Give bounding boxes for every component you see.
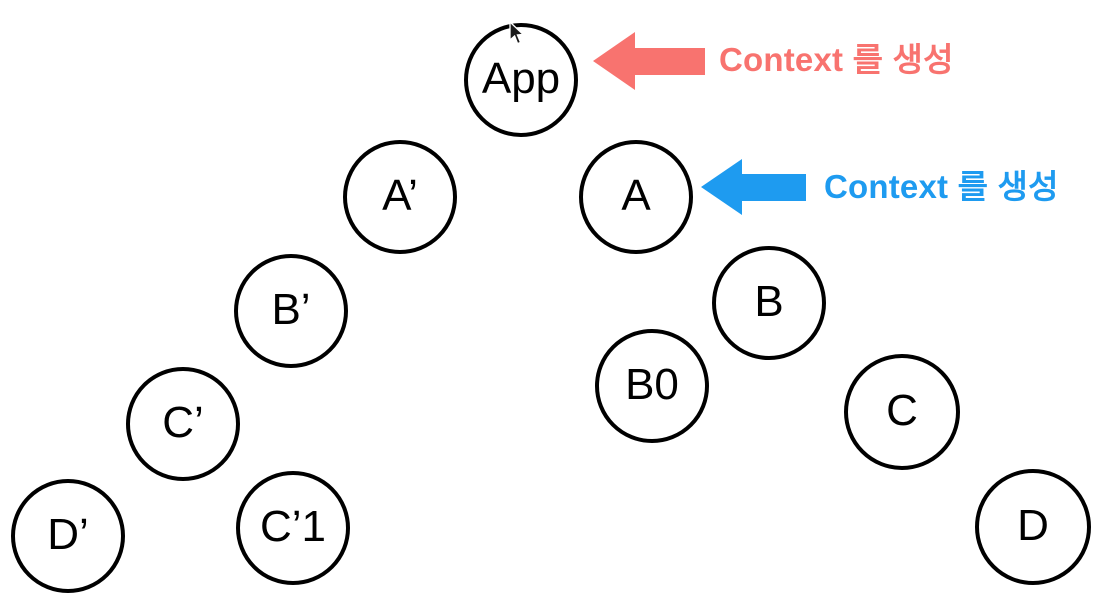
- tree-node-b-prime: B’: [234, 254, 348, 368]
- tree-node-b: B: [712, 246, 826, 360]
- mouse-cursor-icon: [509, 21, 525, 45]
- left-arrow-icon: [593, 32, 705, 90]
- node-label: B’: [271, 285, 311, 334]
- node-label: C’: [162, 398, 204, 447]
- annotation-label: Context 를 생성: [824, 168, 1059, 205]
- annotation-label: Context 를 생성: [719, 41, 954, 78]
- node-label: A: [621, 171, 651, 220]
- node-label: D: [1017, 501, 1049, 550]
- tree-node-c-prime-1: C’1: [236, 471, 350, 585]
- node-label: D’: [47, 510, 89, 559]
- node-label: App: [481, 54, 561, 103]
- tree-node-c-prime: C’: [126, 367, 240, 481]
- node-label: B0: [625, 360, 679, 409]
- tree-node-a: A: [579, 140, 693, 254]
- node-label: B: [754, 277, 784, 326]
- tree-node-c: C: [844, 354, 960, 470]
- tree-node-b0: B0: [595, 329, 709, 443]
- tree-node-a-prime: A’: [343, 140, 457, 254]
- tree-node-d: D: [975, 469, 1091, 585]
- left-arrow-icon: [701, 159, 806, 215]
- tree-node-d-prime: D’: [11, 479, 125, 593]
- node-label: A’: [382, 171, 418, 220]
- node-label: C’1: [259, 502, 327, 551]
- node-label: C: [886, 386, 918, 435]
